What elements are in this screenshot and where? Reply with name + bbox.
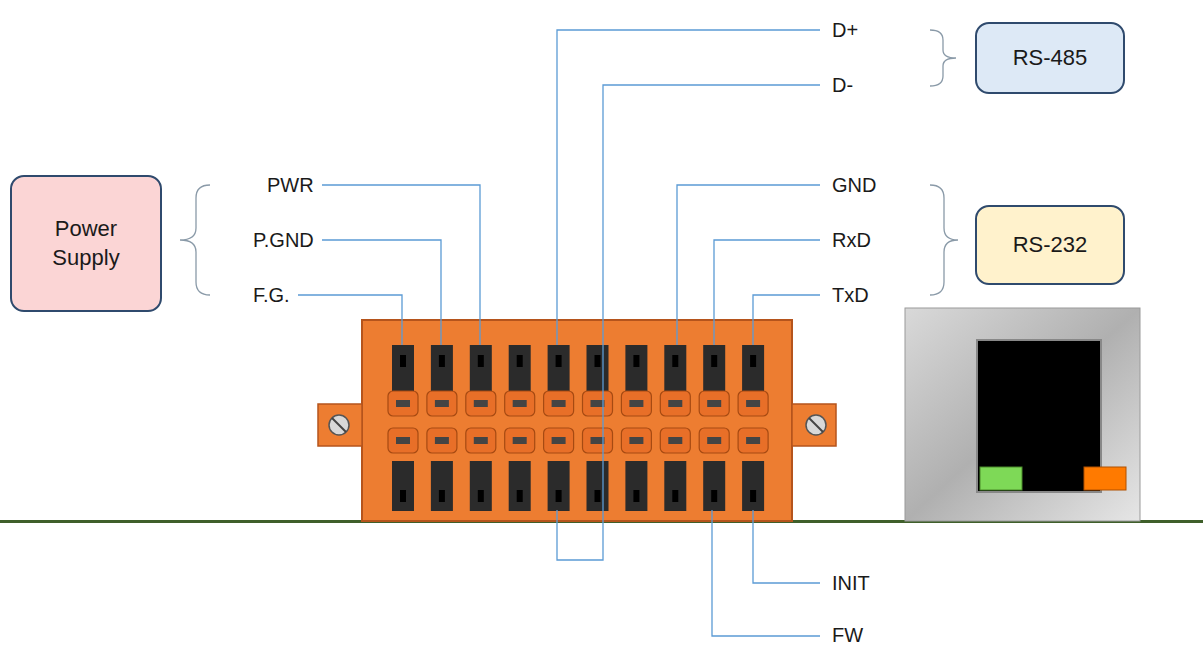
pin-slot <box>742 345 764 398</box>
release-button <box>427 428 457 453</box>
pin-hole <box>439 355 445 367</box>
signal-label: TxD <box>832 283 869 307</box>
terminal-block <box>318 320 836 521</box>
release-slot <box>629 400 643 407</box>
pin-hole <box>750 490 756 502</box>
release-slot <box>552 400 566 407</box>
pin-slot <box>664 461 686 511</box>
box-label: Power Supply <box>41 215 131 272</box>
pin-hole <box>517 490 523 502</box>
pin-slot <box>392 345 414 398</box>
interface-box: RS-485 <box>975 22 1125 94</box>
pin-hole <box>711 490 717 502</box>
pin-hole <box>595 490 601 502</box>
release-button <box>583 428 613 453</box>
release-button <box>621 428 651 453</box>
release-slot <box>474 437 488 444</box>
pin-slot <box>703 461 725 511</box>
pin-hole <box>672 355 678 367</box>
pin-hole <box>400 490 406 502</box>
signal-label: INIT <box>832 571 870 595</box>
release-slot <box>629 437 643 444</box>
release-button <box>660 428 690 453</box>
interface-box: Power Supply <box>10 175 162 312</box>
leader-lines <box>298 30 820 636</box>
pin-hole <box>439 490 445 502</box>
release-slot <box>707 437 721 444</box>
pin-slot <box>742 461 764 511</box>
pin-slot <box>625 345 647 398</box>
pin-slot <box>392 461 414 511</box>
signal-label: D+ <box>832 18 858 42</box>
signal-label: PWR <box>267 173 314 197</box>
pin-hole <box>633 490 639 502</box>
pin-slot <box>509 461 531 511</box>
brackets <box>180 30 958 295</box>
signal-label: F.G. <box>253 283 290 307</box>
pin-hole <box>478 490 484 502</box>
pin-hole <box>400 355 406 367</box>
release-button <box>466 391 496 416</box>
pin-hole <box>672 490 678 502</box>
release-button <box>544 391 574 416</box>
release-slot <box>746 400 760 407</box>
pin-slot <box>548 461 570 511</box>
pin-hole <box>750 355 756 367</box>
box-label: RS-485 <box>1013 44 1088 73</box>
pin-slot <box>625 461 647 511</box>
signal-label: GND <box>832 173 876 197</box>
pin-hole <box>633 355 639 367</box>
release-button <box>621 391 651 416</box>
release-slot <box>552 437 566 444</box>
signal-label: P.GND <box>253 228 314 252</box>
release-slot <box>435 400 449 407</box>
pin-slot <box>664 345 686 398</box>
release-button <box>427 391 457 416</box>
release-button <box>466 428 496 453</box>
pin-slot <box>470 345 492 398</box>
pin-slot <box>703 345 725 398</box>
pin-hole <box>556 490 562 502</box>
pin-slot <box>470 461 492 511</box>
release-slot <box>435 437 449 444</box>
release-button <box>388 391 418 416</box>
pin-hole <box>517 355 523 367</box>
pin-slot <box>431 345 453 398</box>
pin-slot <box>548 345 570 398</box>
release-button <box>505 391 535 416</box>
release-button <box>583 391 613 416</box>
pin-slot <box>509 345 531 398</box>
release-button <box>388 428 418 453</box>
box-label: RS-232 <box>1013 231 1088 260</box>
pin-slot <box>587 461 609 511</box>
release-button <box>738 391 768 416</box>
pin-hole <box>478 355 484 367</box>
release-slot <box>513 437 527 444</box>
release-button <box>738 428 768 453</box>
release-slot <box>668 437 682 444</box>
rj45-jack <box>905 308 1140 521</box>
release-slot <box>707 400 721 407</box>
release-button <box>660 391 690 416</box>
release-button <box>505 428 535 453</box>
interface-box: RS-232 <box>975 205 1125 285</box>
release-button <box>544 428 574 453</box>
release-slot <box>396 400 410 407</box>
release-slot <box>513 400 527 407</box>
release-slot <box>668 400 682 407</box>
release-button <box>699 428 729 453</box>
release-slot <box>474 400 488 407</box>
signal-label: FW <box>832 623 863 647</box>
pin-slot <box>431 461 453 511</box>
release-button <box>699 391 729 416</box>
pin-hole <box>711 355 717 367</box>
release-slot <box>396 437 410 444</box>
pin-slot <box>587 345 609 398</box>
signal-label: RxD <box>832 228 871 252</box>
release-slot <box>746 437 760 444</box>
pin-hole <box>556 355 562 367</box>
signal-label: D- <box>832 73 853 97</box>
pin-hole <box>595 355 601 367</box>
